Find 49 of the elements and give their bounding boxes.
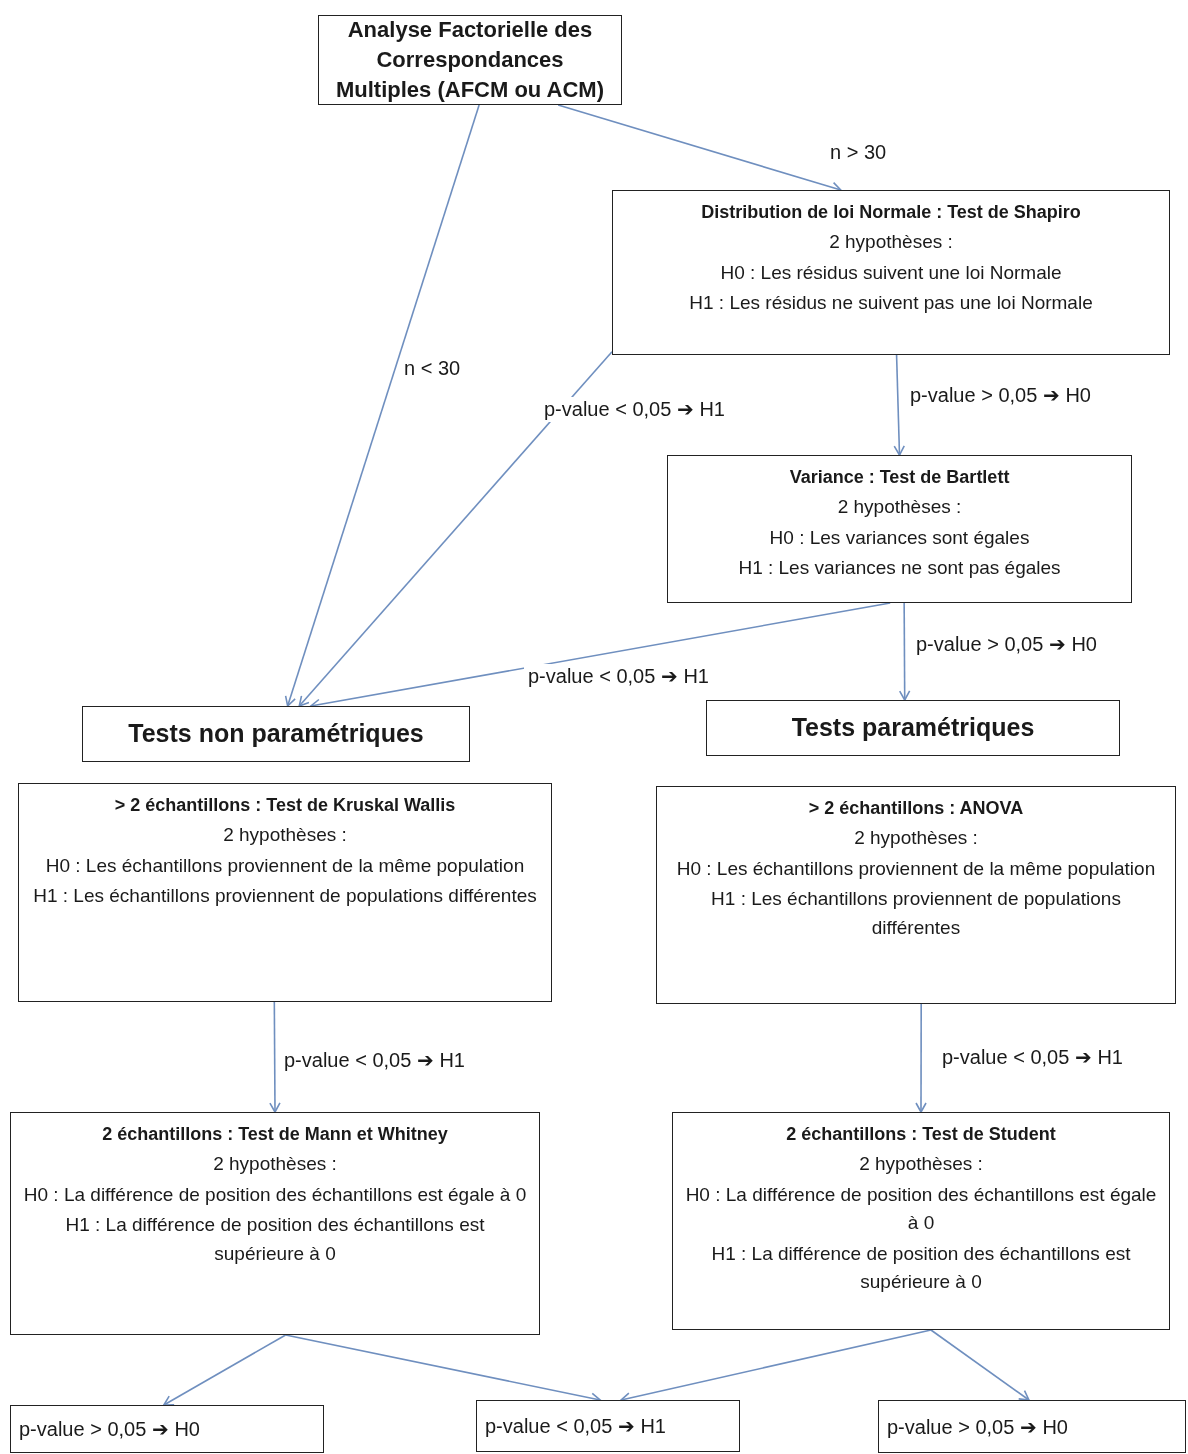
box-heading: Variance : Test de Bartlett [789,466,1010,489]
box-text: p-value < 0,05 ➔ H1 [485,1414,666,1439]
process-box [612,190,1170,355]
box-text: H1 : Les variances ne sont pas égales [738,556,1061,580]
box-text: Analyse Factorielle des Correspondances Multiples (AFCM ou ACM) [335,16,605,104]
box-text: H1 : Les échantillons proviennent de populations différentes [710,887,1122,940]
box-text: 2 hypothèses : [859,1152,983,1176]
arrow [298,350,613,707]
box-text: p-value > 0,05 ➔ H0 [887,1414,1068,1440]
arrow [893,354,906,456]
box-heading: > 2 échantillons : ANOVA [808,797,1024,820]
box-text: 2 hypothèses : [837,495,962,519]
box-heading: Distribution de loi Normale : Test de Shapiro [701,201,1081,224]
arrow [915,1003,927,1113]
box-heading: > 2 échantillons : Test de Kruskal Wallis [114,794,456,817]
arrow [284,104,480,707]
process-box [706,700,1120,756]
arrow [163,1334,287,1406]
process-box [667,455,1132,603]
process-box [18,783,552,1002]
box-text: H0 : Les échantillons proviennent de la même population [45,853,525,878]
box-text: H0 : Les échantillons proviennent de la même population [676,856,1156,881]
box-text: p-value > 0,05 ➔ H0 [19,1417,200,1442]
result-box [10,1405,324,1453]
process-box [10,1112,540,1335]
process-box [82,706,470,762]
box-text: H0 : Les résidus suivent une loi Normale [720,260,1062,285]
arrow [930,1329,1030,1401]
process-box [672,1112,1170,1330]
box-text: 2 hypothèses : [223,823,347,847]
box-text: 2 hypothèses : [213,1152,337,1176]
box-text: H0 : Les variances sont égales [769,525,1030,550]
box-text: Tests non paramétriques [128,718,424,750]
box-text: H1 : La différence de position des échantillons est supérieure à 0 [64,1213,486,1266]
arrow [898,602,911,701]
box-text: 2 hypothèses : [854,826,978,850]
box-heading: 2 échantillons : Test de Mann et Whitney [102,1123,448,1146]
result-box [878,1400,1186,1453]
box-text: H1 : La différence de position des échantillons est supérieure à 0 [710,1241,1132,1294]
arrow [269,1001,281,1113]
box-text: H1 : Les échantillons proviennent de populations différentes [33,884,537,908]
process-box [656,786,1176,1004]
box-text: Tests paramétriques [791,712,1035,744]
box-text: 2 hypothèses : [829,230,953,254]
box-text: H1 : Les résidus ne suivent pas une loi Normale [689,291,1093,315]
result-box [476,1400,740,1452]
box-text: H0 : La différence de position des échantillons est égale à 0 [23,1182,527,1207]
box-text: H0 : La différence de position des échantillons est égale à 0 [684,1182,1158,1235]
box-heading: 2 échantillons : Test de Student [786,1123,1056,1146]
